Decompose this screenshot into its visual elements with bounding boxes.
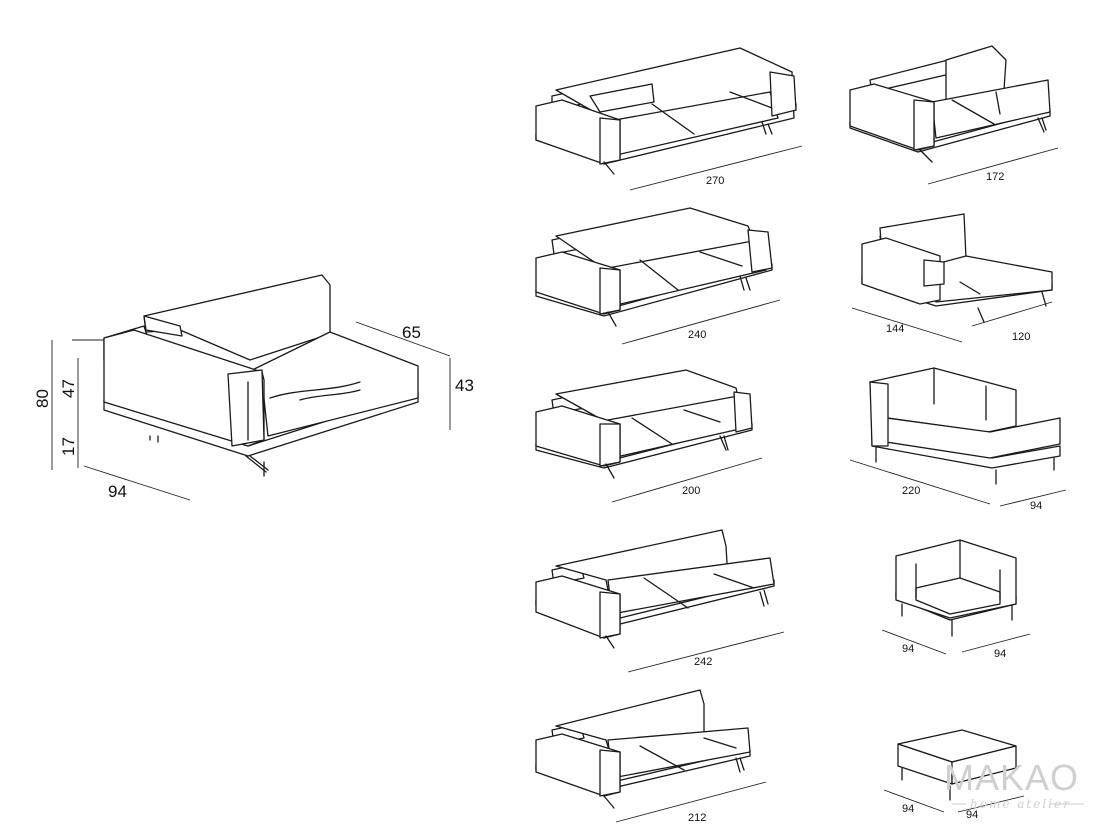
chaise-longue-dim-line-b (999, 489, 1067, 507)
sofa-172-drawing (849, 45, 1051, 163)
chaise-corner-dim-b: 120 (1012, 331, 1030, 343)
sofa-212-drawing (535, 689, 751, 809)
corner-unit-dim-line-a (881, 629, 947, 655)
sofa-212-dim: 212 (688, 812, 706, 824)
sofa-240-drawing (535, 207, 773, 327)
sofa-240-dim: 240 (688, 329, 706, 341)
sofa-212-dim-line (615, 781, 767, 823)
sofa-172-dim-line (927, 147, 1059, 185)
brand-logo: MAKAO home atelier (944, 757, 1084, 811)
sofa-270-dim-line (629, 145, 803, 191)
corner-unit-dim-line-b (961, 633, 1031, 653)
sofa-172-dim: 172 (986, 171, 1004, 183)
sofa-242-dim: 242 (694, 656, 712, 668)
sofa-240-dim-line (621, 299, 781, 345)
sofa-270-dim: 270 (706, 175, 724, 187)
main-dimension-lines (51, 321, 451, 501)
logo-brand: MAKAO (944, 757, 1079, 798)
dim-height-seat: 47 (59, 379, 78, 398)
ottoman-dim-a: 94 (902, 803, 914, 815)
corner-unit-dim-a: 94 (902, 643, 914, 655)
main-module-drawing (103, 274, 419, 477)
chaise-longue-dim-a: 220 (902, 485, 920, 497)
sofa-242-dim-line (627, 631, 785, 673)
dim-depth: 65 (402, 323, 421, 342)
dim-width: 94 (108, 482, 127, 501)
ottoman-dim-line-a (883, 789, 945, 813)
dim-height-arm: 43 (455, 376, 474, 395)
ottoman-dim-line-b (957, 795, 1025, 813)
chaise-longue-dim-line-a (849, 459, 991, 505)
dim-height-base: 17 (59, 437, 78, 456)
corner-unit-dim-b: 94 (994, 648, 1006, 660)
chaise-longue-dim-b: 94 (1030, 500, 1042, 512)
sofa-200-dim-line (611, 457, 763, 503)
chaise-corner-drawing (861, 213, 1053, 323)
chaise-longue-drawing (869, 367, 1061, 485)
ottoman-drawing (897, 729, 1017, 801)
chaise-corner-dim-line-a (851, 307, 963, 343)
dim-height-total: 80 (33, 389, 52, 408)
ottoman-dim-b: 94 (966, 809, 978, 821)
logo-tagline: home atelier (970, 797, 1071, 811)
sofa-200-drawing (535, 369, 753, 479)
corner-unit-drawing (895, 539, 1017, 637)
chaise-corner-dim-line-b (971, 301, 1053, 327)
sofa-200-dim: 200 (682, 485, 700, 497)
chaise-corner-dim-a: 144 (886, 323, 904, 335)
sofa-242-drawing (535, 529, 775, 649)
sofa-270-drawing (535, 47, 797, 175)
